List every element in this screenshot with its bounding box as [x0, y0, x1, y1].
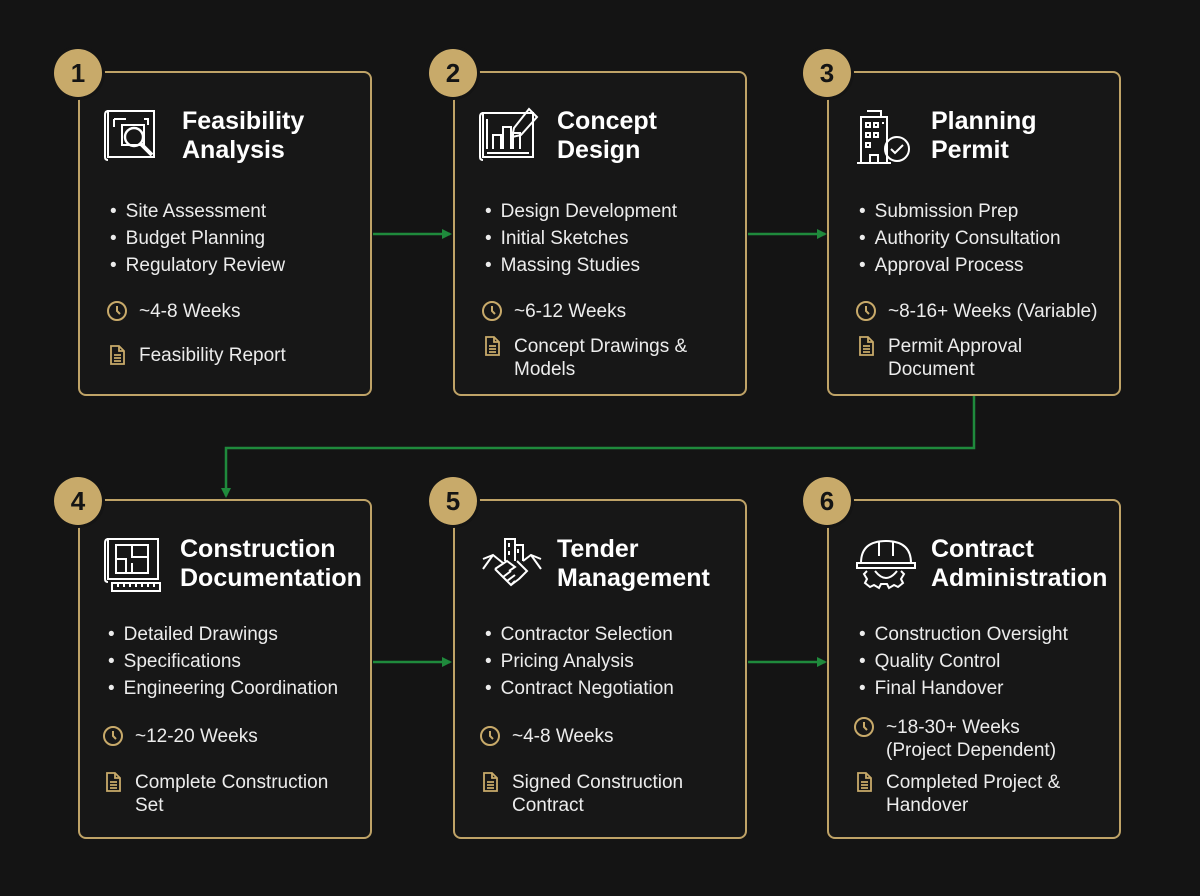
- building-check-icon: [857, 110, 910, 164]
- handshake-building-icon: [482, 538, 542, 587]
- step-task-list: Construction Oversight Quality Control F…: [859, 621, 1068, 702]
- clock-icon: [482, 301, 502, 321]
- list-item: Engineering Coordination: [108, 675, 338, 702]
- floorplan-ruler-icon: [104, 538, 161, 592]
- clock-icon: [107, 301, 127, 321]
- list-item: Submission Prep: [859, 198, 1061, 225]
- deliverable-text: Document: [888, 359, 975, 380]
- duration-text: ~18-30+ Weeks: [886, 717, 1020, 738]
- step-task-list: Contractor Selection Pricing Analysis Co…: [485, 621, 674, 702]
- blueprint-magnifier-icon: [104, 110, 155, 161]
- list-item: Budget Planning: [110, 225, 285, 252]
- document-icon: [483, 772, 498, 792]
- deliverable-row: Concept Drawings &Models: [481, 335, 687, 381]
- clock-icon: [856, 301, 876, 321]
- list-item: Site Assessment: [110, 198, 285, 225]
- list-item: Approval Process: [859, 252, 1061, 279]
- deliverable-text: Complete Construction: [135, 772, 329, 793]
- deliverable-text: Models: [514, 359, 576, 380]
- deliverable-text: Completed Project &: [886, 772, 1061, 793]
- deliverable-text: Signed Construction: [512, 772, 684, 793]
- duration-row: ~8-16+ Weeks (Variable): [855, 300, 1097, 323]
- deliverable-text: Set: [135, 795, 164, 816]
- step-number-badge: 5: [429, 477, 477, 525]
- step-number-badge: 6: [803, 477, 851, 525]
- list-item: Design Development: [485, 198, 677, 225]
- document-icon: [859, 336, 874, 356]
- clock-icon: [854, 717, 874, 737]
- list-item: Detailed Drawings: [108, 621, 338, 648]
- step-number-badge: 1: [54, 49, 102, 97]
- list-item: Final Handover: [859, 675, 1068, 702]
- deliverable-text: Feasibility Report: [139, 345, 286, 366]
- deliverable-row: Completed Project &Handover: [853, 771, 1060, 817]
- duration-text: ~8-16+ Weeks (Variable): [888, 301, 1098, 322]
- step-number-badge: 2: [429, 49, 477, 97]
- blueprint-sketch-icon: [479, 107, 539, 161]
- document-icon: [857, 772, 872, 792]
- list-item: Massing Studies: [485, 252, 677, 279]
- step-task-list: Site Assessment Budget Planning Regulato…: [110, 198, 285, 279]
- duration-text: ~4-8 Weeks: [512, 726, 614, 747]
- step-number-badge: 3: [803, 49, 851, 97]
- deliverable-row: Feasibility Report: [106, 344, 286, 367]
- document-icon: [110, 345, 125, 365]
- list-item: Pricing Analysis: [485, 648, 674, 675]
- deliverable-text: Permit Approval: [888, 336, 1023, 357]
- step-task-list: Detailed Drawings Specifications Enginee…: [108, 621, 338, 702]
- duration-row: ~6-12 Weeks: [481, 300, 626, 323]
- list-item: Authority Consultation: [859, 225, 1061, 252]
- duration-text: (Project Dependent): [886, 740, 1057, 761]
- duration-row: ~4-8 Weeks: [106, 300, 241, 323]
- document-icon: [106, 772, 121, 792]
- list-item: Contractor Selection: [485, 621, 674, 648]
- step-task-list: Submission Prep Authority Consultation A…: [859, 198, 1061, 279]
- duration-row: ~12-20 Weeks: [102, 725, 258, 748]
- list-item: Specifications: [108, 648, 338, 675]
- list-item: Regulatory Review: [110, 252, 285, 279]
- duration-row: ~18-30+ Weeks(Project Dependent): [853, 716, 1056, 762]
- duration-text: ~6-12 Weeks: [514, 301, 627, 322]
- arrow-3-to-4: [221, 396, 976, 498]
- step-task-list: Design Development Initial Sketches Mass…: [485, 198, 677, 279]
- deliverable-text: Contract: [512, 795, 584, 816]
- list-item: Construction Oversight: [859, 621, 1068, 648]
- duration-text: ~4-8 Weeks: [139, 301, 241, 322]
- document-icon: [485, 336, 500, 356]
- duration-text: ~12-20 Weeks: [135, 726, 258, 747]
- clock-icon: [103, 726, 123, 746]
- list-item: Initial Sketches: [485, 225, 677, 252]
- duration-row: ~4-8 Weeks: [479, 725, 614, 748]
- hardhat-gear-icon: [856, 539, 916, 590]
- list-item: Quality Control: [859, 648, 1068, 675]
- list-item: Contract Negotiation: [485, 675, 674, 702]
- clock-icon: [480, 726, 500, 746]
- step-number-badge: 4: [54, 477, 102, 525]
- deliverable-text: Handover: [886, 795, 969, 816]
- deliverable-text: Concept Drawings &: [514, 336, 688, 357]
